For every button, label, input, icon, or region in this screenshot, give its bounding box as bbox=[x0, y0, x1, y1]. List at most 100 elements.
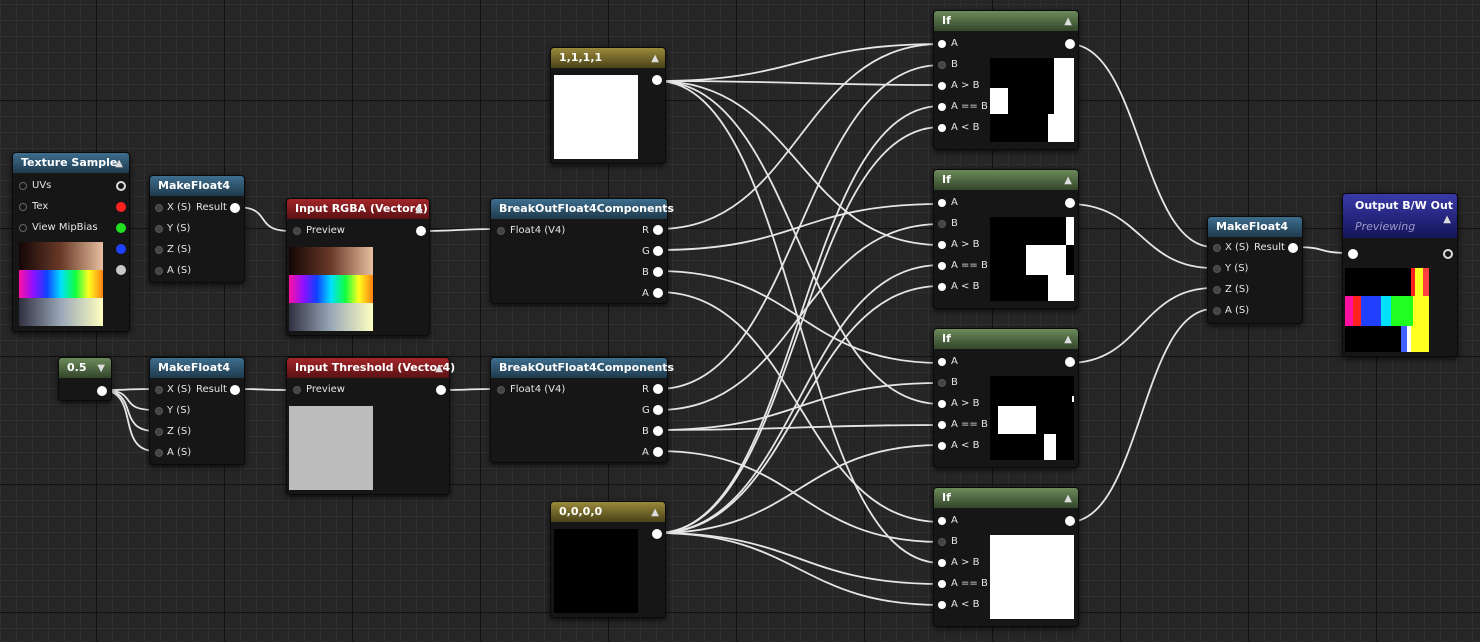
if-node-2[interactable]: If ▲ A B A > B A == B A < B bbox=[933, 169, 1079, 309]
constant-zeros-header[interactable]: 0,0,0,0 ▲ bbox=[551, 502, 665, 522]
agtb-pin-icon[interactable] bbox=[938, 400, 946, 408]
if-header[interactable]: If ▲ bbox=[934, 488, 1078, 508]
a-output-pin-icon[interactable] bbox=[653, 288, 663, 298]
agtb-pin-icon[interactable] bbox=[938, 82, 946, 90]
input-threshold-node[interactable]: Input Threshold (Vector4) ▲ Preview bbox=[286, 357, 455, 495]
makefloat4-node-bottom[interactable]: MakeFloat4 X (S) Result Y (S) Z (S) A (S… bbox=[149, 357, 245, 465]
y-pin-icon[interactable] bbox=[1213, 265, 1221, 273]
collapse-arrow-icon[interactable]: ▲ bbox=[651, 507, 659, 518]
breakout-header[interactable]: BreakOutFloat4Components bbox=[491, 199, 674, 219]
output-pin-icon[interactable] bbox=[1443, 249, 1453, 259]
output-pin-icon[interactable] bbox=[1065, 516, 1075, 526]
makefloat4-node-out[interactable]: MakeFloat4 X (S) Result Y (S) Z (S) A (S… bbox=[1207, 216, 1303, 324]
result-pin-icon[interactable] bbox=[230, 203, 240, 213]
aeqb-pin-icon[interactable] bbox=[938, 421, 946, 429]
output-pin-icon[interactable] bbox=[1065, 357, 1075, 367]
r-output-pin-icon[interactable] bbox=[653, 225, 663, 235]
uvs-pin-icon[interactable] bbox=[19, 182, 27, 190]
output-pin-icon[interactable] bbox=[436, 385, 446, 395]
breakout-header[interactable]: BreakOutFloat4Components bbox=[491, 358, 674, 378]
rgb-output-pin-icon[interactable] bbox=[116, 181, 126, 191]
output-bw-node[interactable]: Output B/W Out ▲ Previewing bbox=[1342, 193, 1458, 357]
b-output-pin-icon[interactable] bbox=[653, 267, 663, 277]
constant-zeros-node[interactable]: 0,0,0,0 ▲ bbox=[550, 501, 666, 618]
a-pin-icon[interactable] bbox=[155, 449, 163, 457]
input-rgba-node[interactable]: Input RGBA (Vector4) ▲ Preview bbox=[286, 198, 430, 336]
y-pin-icon[interactable] bbox=[155, 407, 163, 415]
preview-pin-icon[interactable] bbox=[293, 227, 301, 235]
input-threshold-header[interactable]: Input Threshold (Vector4) ▲ bbox=[287, 358, 455, 378]
constant-half-node[interactable]: 0.5 ▼ bbox=[58, 357, 112, 401]
g-output-pin-icon[interactable] bbox=[653, 246, 663, 256]
float4-pin-icon[interactable] bbox=[497, 227, 505, 235]
x-pin-icon[interactable] bbox=[1213, 244, 1221, 252]
constant-ones-header[interactable]: 1,1,1,1 ▲ bbox=[551, 48, 665, 68]
altb-pin-icon[interactable] bbox=[938, 442, 946, 450]
z-pin-icon[interactable] bbox=[155, 246, 163, 254]
input-pin-icon[interactable] bbox=[1348, 249, 1358, 259]
aeqb-pin-icon[interactable] bbox=[938, 580, 946, 588]
makefloat4-header[interactable]: MakeFloat4 bbox=[150, 176, 244, 196]
texture-sample-header[interactable]: Texture Sample ▲ bbox=[13, 153, 129, 173]
z-pin-icon[interactable] bbox=[155, 428, 163, 436]
float4-pin-icon[interactable] bbox=[497, 386, 505, 394]
output-pin-icon[interactable] bbox=[652, 529, 662, 539]
b-pin-icon[interactable] bbox=[938, 379, 946, 387]
x-pin-icon[interactable] bbox=[155, 386, 163, 394]
a-pin-icon[interactable] bbox=[155, 267, 163, 275]
mipbias-pin-icon[interactable] bbox=[19, 224, 27, 232]
y-pin-icon[interactable] bbox=[155, 225, 163, 233]
z-pin-icon[interactable] bbox=[1213, 286, 1221, 294]
makefloat4-node-top[interactable]: MakeFloat4 X (S) Result Y (S) Z (S) A (S… bbox=[149, 175, 245, 283]
a-pin-icon[interactable] bbox=[938, 40, 946, 48]
texture-sample-node[interactable]: Texture Sample ▲ UVs Tex View MipBias bbox=[12, 152, 130, 332]
if-node-4[interactable]: If ▲ A B A > B A == B A < B bbox=[933, 487, 1079, 627]
a-pin-icon[interactable] bbox=[1213, 307, 1221, 315]
agtb-pin-icon[interactable] bbox=[938, 241, 946, 249]
constant-half-header[interactable]: 0.5 ▼ bbox=[59, 358, 111, 378]
dropdown-arrow-icon[interactable]: ▼ bbox=[97, 363, 105, 374]
collapse-arrow-icon[interactable]: ▲ bbox=[651, 53, 659, 64]
blue-output-pin-icon[interactable] bbox=[116, 244, 126, 254]
aeqb-pin-icon[interactable] bbox=[938, 262, 946, 270]
altb-pin-icon[interactable] bbox=[938, 601, 946, 609]
result-pin-icon[interactable] bbox=[230, 385, 240, 395]
b-pin-icon[interactable] bbox=[938, 538, 946, 546]
agtb-pin-icon[interactable] bbox=[938, 559, 946, 567]
output-pin-icon[interactable] bbox=[652, 75, 662, 85]
output-pin-icon[interactable] bbox=[1065, 39, 1075, 49]
b-pin-icon[interactable] bbox=[938, 61, 946, 69]
aeqb-pin-icon[interactable] bbox=[938, 103, 946, 111]
collapse-arrow-icon[interactable]: ▲ bbox=[415, 204, 423, 215]
a-pin-icon[interactable] bbox=[938, 517, 946, 525]
green-output-pin-icon[interactable] bbox=[116, 223, 126, 233]
breakout-node-top[interactable]: BreakOutFloat4Components Float4 (V4) R G… bbox=[490, 198, 674, 304]
if-header[interactable]: If ▲ bbox=[934, 170, 1078, 190]
output-pin-icon[interactable] bbox=[97, 386, 107, 396]
g-output-pin-icon[interactable] bbox=[653, 405, 663, 415]
collapse-arrow-icon[interactable]: ▲ bbox=[1064, 16, 1072, 27]
collapse-arrow-icon[interactable]: ▲ bbox=[1064, 175, 1072, 186]
if-node-1[interactable]: If ▲ A B A > B A == B A < B bbox=[933, 10, 1079, 150]
makefloat4-header[interactable]: MakeFloat4 bbox=[1208, 217, 1302, 237]
b-output-pin-icon[interactable] bbox=[653, 426, 663, 436]
collapse-arrow-icon[interactable]: ▲ bbox=[1443, 214, 1451, 225]
collapse-arrow-icon[interactable]: ▲ bbox=[1064, 493, 1072, 504]
a-pin-icon[interactable] bbox=[938, 358, 946, 366]
collapse-arrow-icon[interactable]: ▲ bbox=[1064, 334, 1072, 345]
breakout-node-bottom[interactable]: BreakOutFloat4Components Float4 (V4) R G… bbox=[490, 357, 674, 463]
if-node-3[interactable]: If ▲ A B A > B A == B A < B bbox=[933, 328, 1079, 468]
output-pin-icon[interactable] bbox=[1065, 198, 1075, 208]
input-rgba-header[interactable]: Input RGBA (Vector4) ▲ bbox=[287, 199, 429, 219]
alpha-output-pin-icon[interactable] bbox=[116, 265, 126, 275]
if-header[interactable]: If ▲ bbox=[934, 329, 1078, 349]
constant-ones-node[interactable]: 1,1,1,1 ▲ bbox=[550, 47, 666, 164]
red-output-pin-icon[interactable] bbox=[116, 202, 126, 212]
collapse-arrow-icon[interactable]: ▲ bbox=[435, 363, 443, 374]
preview-pin-icon[interactable] bbox=[293, 386, 301, 394]
output-bw-header[interactable]: Output B/W Out ▲ Previewing bbox=[1343, 194, 1457, 238]
altb-pin-icon[interactable] bbox=[938, 283, 946, 291]
a-output-pin-icon[interactable] bbox=[653, 447, 663, 457]
altb-pin-icon[interactable] bbox=[938, 124, 946, 132]
b-pin-icon[interactable] bbox=[938, 220, 946, 228]
